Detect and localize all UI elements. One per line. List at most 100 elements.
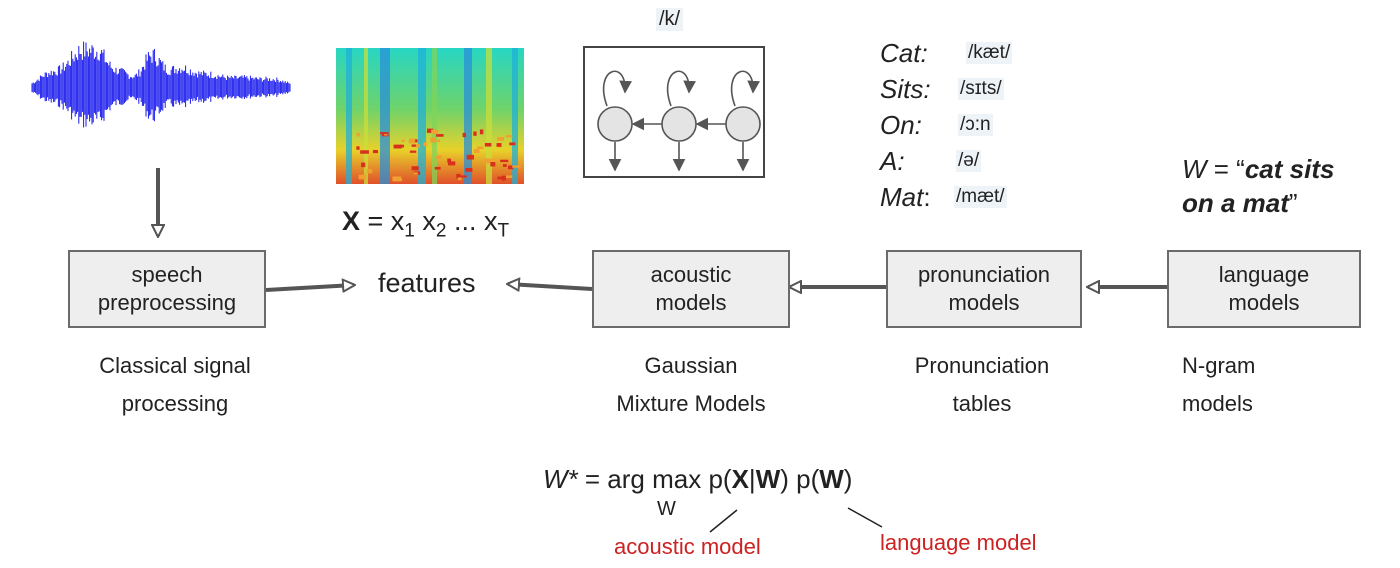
caption-language: N-gram models <box>1182 353 1256 416</box>
spectrogram-energy <box>389 159 399 162</box>
spectrogram-energy <box>490 162 496 167</box>
spectrogram-energy <box>414 172 418 175</box>
lexicon-ipa-a: /ə/ <box>956 150 982 172</box>
spectrogram-energy <box>393 144 402 149</box>
eq-W2: W <box>819 464 844 494</box>
spectrogram-energy <box>415 144 420 148</box>
lexicon-word: A: <box>880 146 905 176</box>
spectrogram-band <box>432 48 437 184</box>
spectrogram-energy <box>497 176 502 180</box>
arrow-preprocessing-to-features <box>265 285 354 290</box>
self-loop-3 <box>730 70 761 107</box>
spectrogram-band <box>464 48 472 184</box>
lexicon-word: Sits: <box>880 74 931 104</box>
spectrogram-energy <box>380 132 389 135</box>
lexicon-ipa-on: /ɔ:n <box>958 114 993 136</box>
caption-pronunciation: Pronunciation tables <box>914 353 1050 416</box>
caption-acoustic: Gaussian Mixture Models <box>616 353 766 416</box>
spectrogram-band <box>364 48 368 184</box>
argmax-subscript: W <box>657 498 676 520</box>
spectrogram-energy <box>426 128 434 133</box>
eq-p: ) p( <box>780 464 820 494</box>
spectrogram-energy <box>358 174 367 180</box>
lexicon-entry-mat: Mat: <box>880 180 931 214</box>
lexicon-ipa-cat: /kæt/ <box>966 42 1013 64</box>
hmm-state-3 <box>725 106 761 142</box>
spectrogram-energy <box>360 150 369 154</box>
sentence-definition: W = “cat sits on a mat” <box>1182 152 1334 220</box>
spectrogram-energy <box>505 135 513 138</box>
lexicon-word: Mat <box>880 182 924 212</box>
spectrogram-energy <box>411 166 419 171</box>
spectrogram-energy <box>366 169 373 174</box>
spectrogram-energy <box>505 175 513 178</box>
spectrogram-energy <box>484 142 492 147</box>
spectrogram-band <box>380 48 390 184</box>
spectrogram-energy <box>497 137 505 141</box>
spectrogram-energy <box>484 158 493 164</box>
spectrogram-icon <box>336 48 524 184</box>
pointer-language-model <box>847 507 883 528</box>
feature-sub-1: 1 <box>404 220 415 242</box>
hmm-state-1 <box>597 106 633 142</box>
spectrogram-energy <box>512 165 521 168</box>
eq-bar: | <box>748 464 756 494</box>
sentence-text-line2: on a mat <box>1182 188 1289 218</box>
feature-eq: = x <box>360 206 405 236</box>
spectrogram-energy <box>508 165 514 170</box>
sentence-text-line1: cat sits <box>1244 154 1335 184</box>
sentence-eq: = “ <box>1206 154 1245 184</box>
speech-preprocessing-box: speech preprocessing <box>68 250 266 328</box>
spectrogram-energy <box>502 164 507 167</box>
spectrogram-energy <box>392 176 402 182</box>
spectrogram-energy <box>462 132 466 138</box>
feature-sequence: X = x1 x2 ... xT <box>342 206 509 242</box>
lexicon-entry-on: On: <box>880 108 922 142</box>
hmm-state-2 <box>661 106 697 142</box>
spectrogram-energy <box>399 144 405 148</box>
acoustic-models-box: acoustic models <box>592 250 790 328</box>
acoustic-model-annotation: acoustic model <box>614 534 761 559</box>
spectrogram-energy <box>430 137 436 143</box>
spectrogram-energy <box>411 144 419 147</box>
spectrogram-energy <box>496 143 502 147</box>
spectrogram-band <box>346 48 352 184</box>
decoding-equation: W* = arg max p(X|W) p(W) <box>543 464 852 495</box>
spectrogram-band <box>418 48 426 184</box>
lexicon-colon: : <box>923 182 931 212</box>
sentence-close: ” <box>1288 188 1298 218</box>
spectrogram-energy <box>401 139 405 142</box>
spectrogram-band <box>486 48 492 184</box>
spectrogram-energy <box>477 146 484 150</box>
sentence-w: W <box>1182 154 1207 184</box>
spectrogram-energy <box>500 159 509 163</box>
lexicon-word: Cat: <box>880 38 928 68</box>
spectrogram-energy <box>409 150 417 153</box>
language-models-box: language models <box>1167 250 1361 328</box>
features-label: features <box>378 268 476 298</box>
spectrogram-energy <box>423 142 427 147</box>
spectrogram-energy <box>434 166 441 170</box>
spectrogram-energy <box>473 131 477 136</box>
feature-dots: ... x <box>446 206 498 236</box>
pointer-acoustic-model <box>709 509 738 533</box>
lexicon-ipa-mat: /mæt/ <box>954 186 1007 208</box>
spectrogram-energy <box>479 129 484 135</box>
lexicon-entry-sits: Sits: <box>880 72 931 106</box>
spectrogram-energy <box>501 175 506 181</box>
lexicon-ipa-sits: /sɪts/ <box>958 78 1004 100</box>
eq-wstar: W* <box>543 464 578 494</box>
language-model-annotation: language model <box>880 530 1037 555</box>
self-loop-1 <box>602 70 633 107</box>
spectrogram-energy <box>509 142 516 146</box>
spectrogram-energy <box>466 154 474 160</box>
lexicon-entry-cat: Cat: <box>880 36 928 70</box>
spectrogram-energy <box>458 175 467 178</box>
eq-argmax: = arg max p( <box>577 464 732 494</box>
hmm-state-diagram <box>583 46 765 178</box>
spectrogram-energy <box>473 149 480 153</box>
spectrogram-energy <box>356 132 360 137</box>
hmm-phone-label: /k/ <box>656 8 684 31</box>
lexicon-entry-a: A: <box>880 144 905 178</box>
